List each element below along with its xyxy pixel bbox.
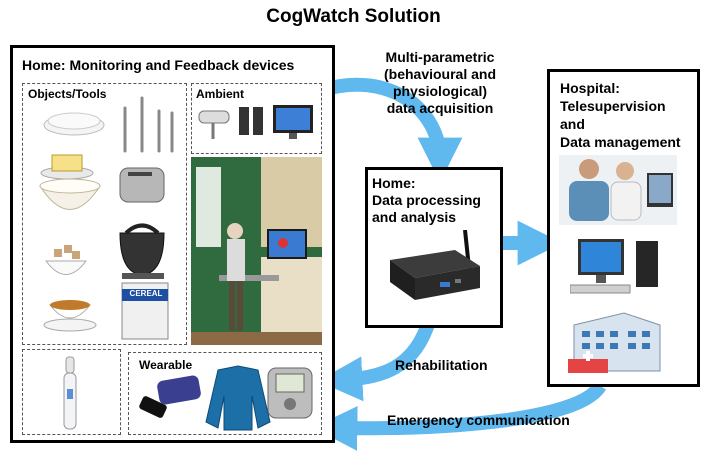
processing-label-line1: Home:: [372, 175, 416, 191]
ambient-images: [198, 105, 313, 139]
home-box-label: Home: Monitoring and Feedback devices: [22, 57, 295, 73]
hospital-label-line2: Telesupervision: [560, 98, 666, 114]
emergency-label: Emergency communication: [387, 412, 570, 428]
rehabilitation-arrow: [317, 315, 437, 402]
hospital-building-icon: [568, 312, 661, 373]
desktop-computer-icon: [570, 239, 658, 294]
wearable-label: Wearable: [139, 358, 193, 372]
toaster-icon: [119, 167, 165, 203]
cutlery-icon: [123, 96, 174, 153]
acquisition-label-line4: data acquisition: [386, 100, 494, 116]
cereal-box-icon: [121, 282, 169, 340]
ambient-label: Ambient: [196, 87, 244, 101]
acquisition-label-line3: physiological): [392, 83, 488, 99]
monitor-icon: [273, 105, 313, 139]
rehabilitation-label: Rehabilitation: [395, 357, 488, 373]
mini-pc-icon: [390, 230, 480, 300]
objects-label: Objects/Tools: [28, 87, 107, 101]
wristband-icon: [139, 375, 201, 418]
blood-pressure-monitor-icon: [267, 367, 313, 419]
processing-box: [365, 167, 503, 328]
hospital-label-line1: Hospital:: [560, 80, 620, 96]
kettle-icon: [119, 223, 165, 279]
plates-icon: [43, 112, 105, 136]
bowl-icon: [39, 178, 101, 210]
cereal-box-text: CEREAL: [129, 289, 163, 298]
jacket-icon: [205, 365, 271, 431]
speakers-icon: [239, 107, 263, 135]
telesupervision-photo: [559, 155, 677, 225]
objects-images: [39, 96, 174, 340]
acquisition-label-line1: Multi-parametric: [385, 49, 495, 65]
butter-dish-icon: [40, 154, 94, 180]
acquisition-label-line2: (behavioural and: [383, 66, 497, 82]
hospital-label-line4: Data management: [560, 134, 681, 150]
acquisition-arrow: [320, 77, 463, 183]
sugar-bowl-icon: [45, 245, 87, 275]
processing-label-line3: and analysis: [372, 209, 457, 225]
kitchen-photo: [191, 157, 322, 345]
electric-toothbrush-icon: [63, 356, 77, 430]
tea-cup-icon: [43, 300, 97, 332]
diagram-title: CogWatch Solution: [266, 6, 441, 27]
emergency-arrow: [312, 381, 607, 451]
camera-icon: [198, 110, 230, 139]
hospital-label-line3: and: [560, 116, 585, 132]
wearable-images: [139, 365, 313, 431]
processing-label-line2: Data processing: [372, 192, 481, 208]
